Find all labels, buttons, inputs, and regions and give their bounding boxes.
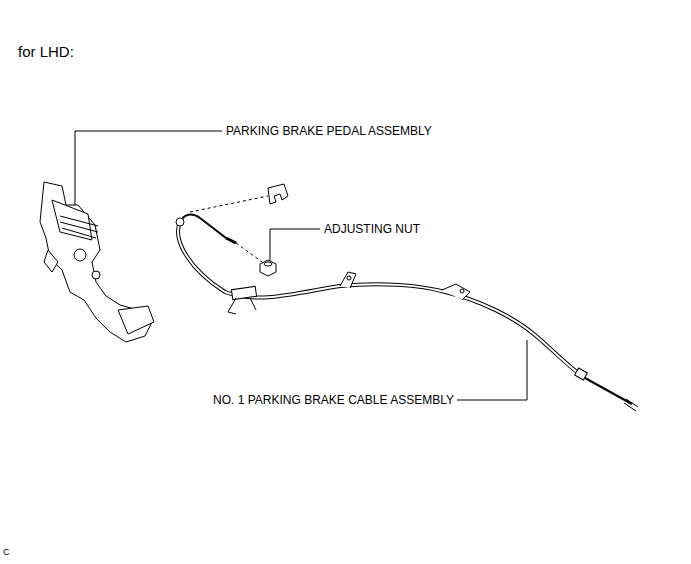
pedal-assembly [40, 182, 154, 342]
cable-eyelet [176, 218, 184, 226]
leader-lines [75, 131, 527, 400]
pedal-plate [52, 200, 92, 240]
cable-rod [226, 238, 236, 243]
nut [260, 260, 276, 276]
bolt-hole [460, 289, 464, 293]
leader-line [457, 340, 527, 400]
thread [624, 399, 638, 411]
ratchet-teeth [60, 216, 98, 238]
part-label: PARKING BRAKE PEDAL ASSEMBLY [225, 124, 433, 138]
clamp-tab [228, 298, 256, 314]
clamp [231, 286, 256, 299]
alignment-lines [190, 196, 268, 262]
dashed-line [190, 196, 268, 212]
pedal-pad [118, 306, 154, 334]
dashed-line [236, 243, 262, 262]
figure-code: C [2, 547, 11, 558]
cable-end-fitting [575, 368, 588, 380]
clamp-tab [442, 284, 470, 300]
part-label: ADJUSTING NUT [323, 222, 421, 236]
leader-line [270, 229, 320, 262]
part-label: NO. 1 PARKING BRAKE CABLE ASSEMBLY [212, 393, 455, 407]
bolt-hole [347, 276, 351, 280]
nut-hole [264, 262, 272, 266]
cable-assembly [176, 215, 638, 411]
mount-tab [44, 250, 58, 272]
diagram-title: for LHD: [18, 43, 74, 61]
clip [268, 184, 288, 204]
cable-end-rod [585, 378, 632, 404]
leader-line [75, 131, 222, 205]
cable [178, 222, 585, 378]
pivot [74, 249, 86, 261]
clamp-tab [340, 272, 356, 288]
lock-clip [268, 184, 288, 204]
adjusting-nut-part [260, 260, 276, 276]
inner-cable [180, 215, 226, 238]
cable-core [178, 222, 585, 378]
pivot [92, 271, 100, 279]
